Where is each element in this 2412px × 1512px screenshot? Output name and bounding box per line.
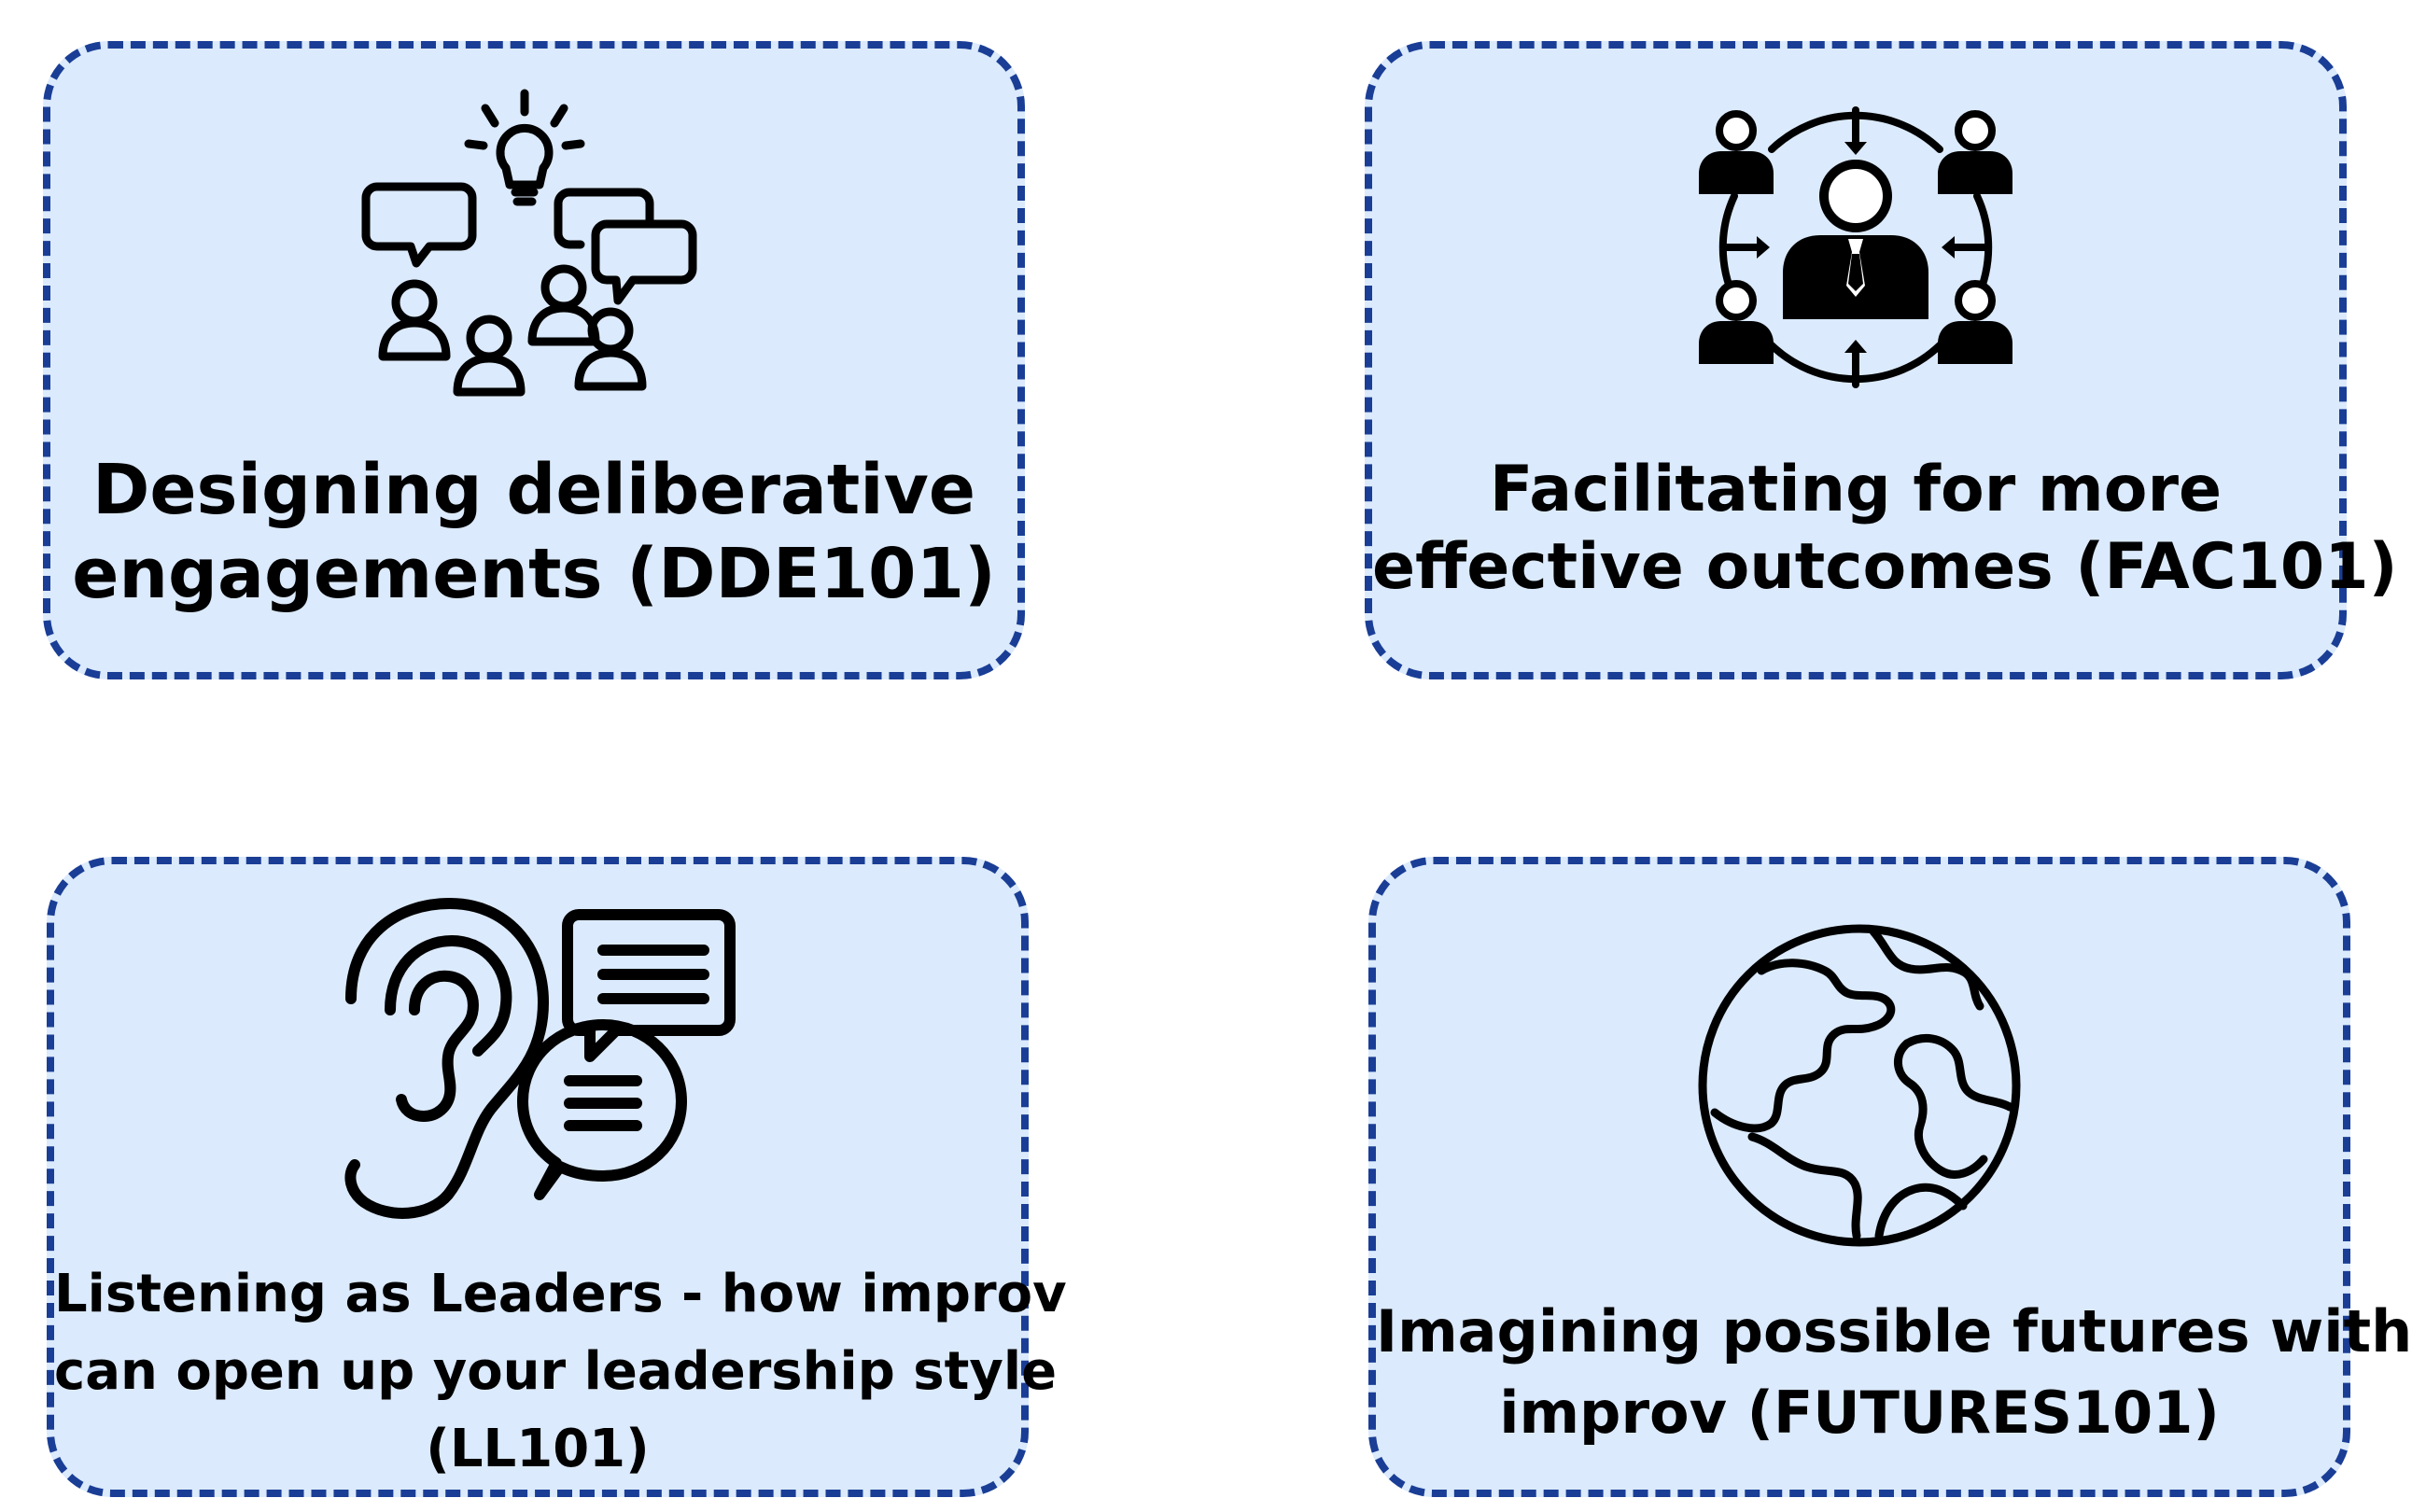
course-title-line: effective outcomes (FAC101) (1372, 529, 2398, 604)
course-title-line: improv (FUTURES101) (1499, 1378, 2220, 1447)
globe-icon (1696, 922, 2023, 1253)
people-dialogue-lightbulb-icon (361, 86, 702, 407)
course-title: Listening as Leaders - how improv can op… (54, 1256, 1067, 1489)
course-title-line: Listening as Leaders - how improv (54, 1264, 1067, 1324)
course-card-ll101[interactable]: Listening as Leaders - how improv can op… (47, 857, 1067, 1497)
course-title-line: Facilitating for more (1489, 453, 2223, 526)
course-title-line: engagements (DDE101) (72, 534, 996, 615)
course-title-line: Imagining possible futures with (1376, 1297, 2412, 1365)
course-card-futures101[interactable]: Imagining possible futures with improv (… (1368, 857, 2412, 1497)
course-card-dde101[interactable]: Designing deliberative engagements (DDE1… (43, 41, 1025, 679)
ear-speech-bubbles-icon (332, 898, 743, 1228)
course-title-line: (LL101) (426, 1418, 650, 1479)
course-title: Facilitating for more effective outcomes… (1372, 452, 2398, 607)
facilitator-group-icon (1697, 93, 2014, 405)
course-title-line: Designing deliberative (91, 450, 976, 530)
course-title-line: can open up your leadership style (54, 1340, 1058, 1402)
course-card-fac101[interactable]: Facilitating for more effective outcomes… (1365, 41, 2398, 679)
course-title: Designing deliberative engagements (DDE1… (50, 448, 1017, 617)
course-title: Imagining possible futures with improv (… (1376, 1292, 2412, 1454)
